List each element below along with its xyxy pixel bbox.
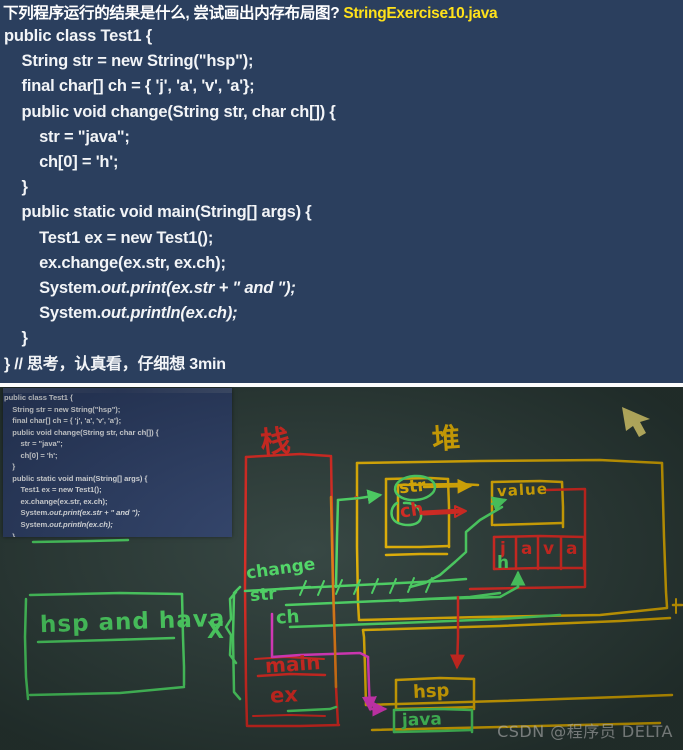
blackboard-drawing: .r{stroke:#e0271f;fill:none;stroke-linec… [23,407,683,734]
panel-divider [0,383,683,387]
char-cell-overwrite: h [497,553,510,573]
blackboard-photo: .r{stroke:#e0271f;fill:none;stroke-linec… [0,387,683,750]
label-change-ch: ch [275,606,301,629]
label-heap: 堆 [430,421,462,456]
slide-title-filename: StringExercise10.java [343,5,498,22]
char-cell-0: j [500,539,506,559]
label-stack: 栈 [258,423,293,462]
slide-title-question: 下列程序运行的结果是什么, 尝试画出内存布局图? [3,5,340,22]
watermark: CSDN @程序员 DELTA [497,722,673,741]
label-java-heap: java [401,709,443,731]
label-change-str: str [249,583,278,607]
char-cell-2: v [543,539,555,559]
char-cell-1: a [521,539,533,559]
label-hsp: hsp [412,680,450,703]
slide-title: 下列程序运行的结果是什么, 尝试画出内存布局图? StringExercise1… [3,1,683,23]
label-obj-str: str [398,475,427,499]
arrow-cursor-icon [622,407,650,437]
mini-code-panel: public class Test1 { String str = new St… [3,388,232,537]
label-obj-ch: ch [398,498,425,523]
char-cell-3: a [566,539,578,559]
mini-code-block: public class Test1 { String str = new St… [4,393,159,537]
label-main: main [264,650,322,678]
slide-panel: 下列程序运行的结果是什么, 尝试画出内存布局图? StringExercise1… [0,0,683,383]
label-answer-cross: X [207,619,224,644]
label-ex: ex [269,682,299,708]
mini-code-panel-topbar [3,388,232,393]
slide-code-block: public class Test1 { String str = new St… [4,27,336,373]
label-value: value [496,479,549,501]
